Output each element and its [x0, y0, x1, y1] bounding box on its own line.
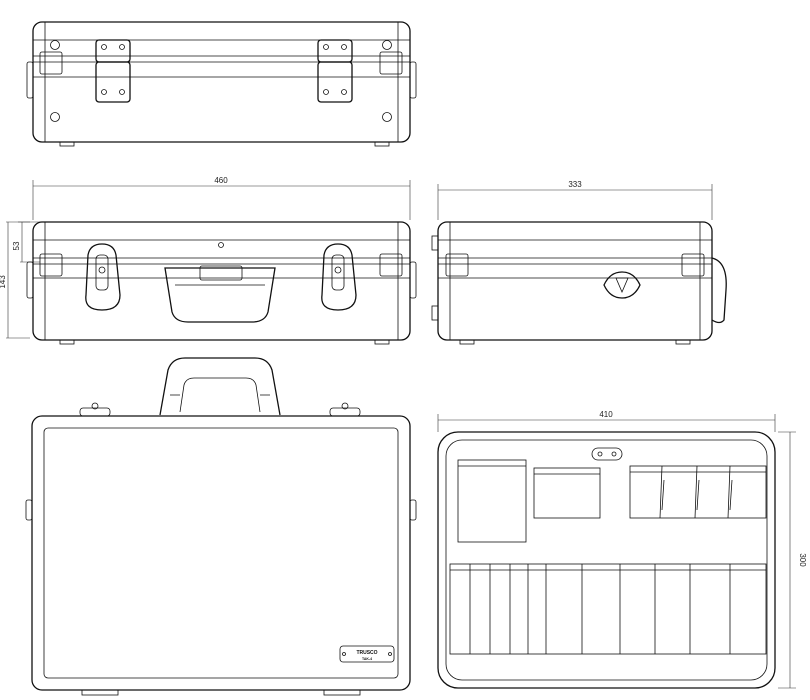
strap-ring	[603, 271, 641, 299]
logo-brand: TRUSCO	[356, 650, 377, 656]
logo-model: TAK-4	[362, 657, 372, 661]
interior-view: 410 300	[437, 410, 807, 689]
dim-inner-height-300: 300	[798, 553, 807, 567]
handle-front	[164, 265, 276, 323]
back-view: TRUSCO TAK-4	[25, 357, 417, 696]
latch-right	[321, 243, 357, 311]
hinge-right	[317, 39, 353, 103]
dim-depth-333: 333	[568, 180, 582, 189]
dim-width-460: 460	[214, 176, 228, 185]
dim-inner-width-410: 410	[599, 410, 613, 419]
pocket-left	[457, 459, 527, 543]
logo-plate: TRUSCO TAK-4	[339, 645, 395, 663]
hinge-left	[95, 39, 131, 103]
pocket-middle	[533, 467, 601, 519]
latch-left	[85, 243, 121, 311]
dim-lid-53: 53	[12, 241, 21, 250]
dim-height-143: 143	[0, 275, 7, 289]
side-view: 333	[431, 180, 727, 345]
handle-top	[159, 357, 281, 416]
pocket-right	[629, 465, 767, 519]
tool-holder-strip	[449, 563, 767, 655]
top-view	[26, 21, 417, 147]
front-view: 460 53 143	[0, 176, 417, 345]
